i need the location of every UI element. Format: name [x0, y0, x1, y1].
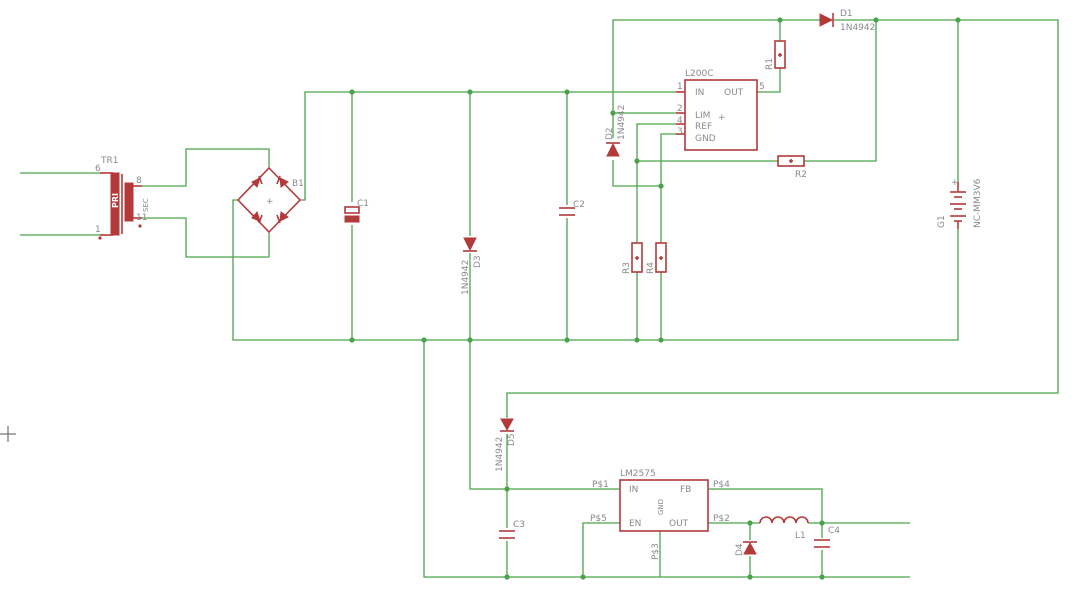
c1-name: C1 — [357, 199, 369, 209]
crosshair-cursor-icon — [0, 426, 16, 442]
svg-text:+: + — [951, 178, 959, 188]
lm2575-pad-2: P$2 — [713, 514, 730, 524]
transformer-pin-1: 1 — [95, 225, 101, 235]
wire-net — [20, 19, 1059, 578]
r1-name: R1 — [765, 58, 775, 70]
l200-pin-lim: LIM — [695, 111, 710, 121]
lm2575-name: LM2575 — [620, 469, 656, 479]
resistor-r1: R1 — [765, 40, 786, 70]
transformer-pin-11: 11 — [136, 213, 147, 223]
l1-name: L1 — [795, 531, 806, 541]
svg-text:+: + — [266, 197, 274, 207]
bridge-name: B1 — [292, 179, 304, 189]
lm2575-pin-fb: FB — [680, 485, 691, 495]
transformer-pin-8: 8 — [136, 176, 142, 186]
lm2575-pin-out: OUT — [669, 519, 689, 529]
l200-num-1: 1 — [677, 82, 683, 92]
lm2575-pin-gnd: GND — [657, 499, 665, 515]
l200-num-5: 5 — [759, 82, 765, 92]
r3-name: R3 — [622, 262, 632, 274]
lm2575-pad-1: P$1 — [592, 480, 609, 490]
lm2575-pin-en: EN — [629, 519, 641, 529]
diode-d1: D1 1N4942 — [819, 9, 875, 33]
capacitor-c2: C2 — [559, 200, 585, 216]
r4-name: R4 — [646, 262, 656, 274]
diode-d3: 1N4942 D3 — [461, 237, 483, 295]
l200-num-2: 2 — [677, 104, 683, 114]
battery-g1: + G1 NC-MM3V6 — [937, 178, 983, 229]
capacitor-c4: C4 — [814, 526, 840, 548]
battery-name: G1 — [937, 215, 947, 228]
transformer-pri-label: PRI — [111, 193, 120, 208]
junction-dots — [349, 17, 961, 580]
c3-name: C3 — [513, 520, 525, 530]
l200-num-4: 4 — [677, 116, 683, 126]
l200-pin-in: IN — [695, 88, 704, 98]
d2-value: 1N4942 — [617, 105, 627, 140]
d1-name: D1 — [840, 9, 853, 19]
transformer-name: TR1 — [100, 156, 118, 166]
l200-name: L200C — [685, 69, 713, 79]
d4-name: D4 — [735, 543, 745, 556]
capacitor-c1: C1 — [344, 199, 369, 223]
svg-text:+: + — [718, 113, 726, 123]
r2-name: R2 — [795, 170, 807, 180]
lm2575-pin-in: IN — [629, 485, 638, 495]
l200-pin-out: OUT — [724, 88, 744, 98]
c4-name: C4 — [828, 526, 840, 536]
lm2575-pad-4: P$4 — [713, 480, 730, 490]
l200-pin-gnd: GND — [695, 134, 716, 144]
d5-name: D5 — [507, 433, 517, 446]
c2-name: C2 — [573, 200, 585, 210]
capacitor-c3: C3 — [499, 520, 525, 539]
d5-value: 1N4942 — [495, 437, 505, 472]
regulator-lm2575: LM2575 IN FB EN OUT GND P$1 P$4 P$5 P$2 … — [590, 469, 730, 560]
resistor-r2: R2 — [777, 155, 807, 180]
transformer-tr1: TR1 6 1 8 11 PRI SEC — [95, 156, 150, 240]
bridge-rectifier-b1: + B1 — [236, 166, 304, 234]
diode-d2: D2 1N4942 — [605, 105, 627, 157]
transformer-sec-label: SEC — [142, 198, 150, 212]
diode-d4: D4 — [735, 541, 757, 556]
resistor-r4: R4 — [646, 242, 667, 274]
d2-name: D2 — [605, 127, 615, 140]
resistor-r3: R3 — [622, 242, 643, 274]
l200-pin-ref: REF — [695, 122, 712, 132]
lm2575-pad-5: P$5 — [590, 514, 607, 524]
lm2575-pad-3: P$3 — [651, 543, 661, 560]
transformer-pin-6: 6 — [95, 164, 101, 174]
regulator-l200c: L200C IN OUT LIM REF GND 1 2 4 3 5 + — [676, 69, 765, 151]
d3-name: D3 — [473, 255, 483, 268]
l200-num-3: 3 — [677, 127, 683, 137]
d3-value: 1N4942 — [461, 260, 471, 295]
diode-d5: 1N4942 D5 — [495, 418, 517, 472]
battery-value: NC-MM3V6 — [973, 178, 983, 228]
inductor-l1: L1 — [759, 516, 809, 541]
d1-value: 1N4942 — [840, 23, 875, 33]
